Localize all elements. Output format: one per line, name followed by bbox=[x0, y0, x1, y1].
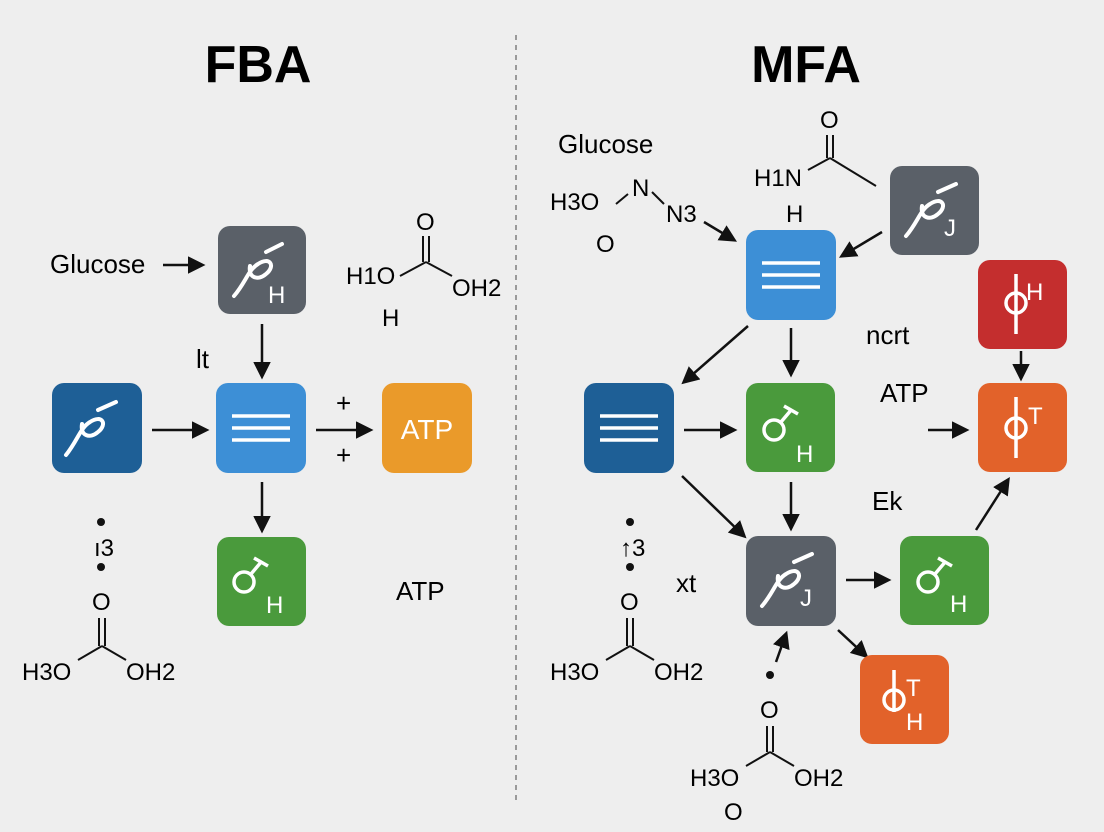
svg-text:H: H bbox=[796, 441, 813, 468]
mfa-green-box-mid: H bbox=[746, 383, 835, 472]
fba-atp-box: ATP bbox=[382, 383, 472, 473]
svg-text:OH2: OH2 bbox=[126, 659, 175, 686]
svg-text:H: H bbox=[382, 305, 399, 332]
product-glyph-icon bbox=[916, 570, 940, 594]
svg-text:J: J bbox=[800, 585, 812, 612]
mfa-molecule-bottom: O H3O OH2 O bbox=[690, 697, 843, 826]
mfa-red-box: H bbox=[978, 260, 1067, 349]
mfa-xt-label: xt bbox=[676, 568, 697, 598]
svg-text:OH2: OH2 bbox=[794, 765, 843, 792]
fba-lt-label: lt bbox=[196, 344, 210, 374]
product-glyph-icon bbox=[232, 570, 256, 594]
svg-text:O: O bbox=[820, 107, 839, 134]
fba-central-box bbox=[216, 383, 306, 473]
svg-text:H: H bbox=[906, 709, 923, 736]
fba-plus-top: + bbox=[336, 388, 351, 418]
svg-text:H1O: H1O bbox=[346, 263, 395, 290]
svg-text:H3O: H3O bbox=[550, 659, 599, 686]
mfa-dot-2 bbox=[626, 563, 634, 571]
enzyme-glyph-icon bbox=[904, 182, 958, 238]
mfa-orange-box-right: T bbox=[978, 383, 1067, 472]
fba-glucose-label: Glucose bbox=[50, 249, 145, 279]
fba-enzyme-box-top: H bbox=[218, 226, 306, 314]
mfa-glucose-label: Glucose bbox=[558, 129, 653, 159]
svg-text:O: O bbox=[92, 589, 111, 616]
fba-dot-2 bbox=[97, 563, 105, 571]
fba-enzyme-box-left bbox=[52, 383, 142, 473]
svg-text:O: O bbox=[416, 209, 435, 236]
mfa-dot-1 bbox=[626, 518, 634, 526]
mfa-arrow-center-to-orange-bottom bbox=[837, 629, 869, 659]
svg-text:H3O: H3O bbox=[22, 659, 71, 686]
svg-text:H3O: H3O bbox=[690, 765, 739, 792]
product-glyph-icon bbox=[762, 418, 786, 442]
svg-text:ATP: ATP bbox=[401, 414, 453, 445]
mfa-molecule-input: H3O N N3 O bbox=[550, 175, 697, 258]
svg-text:OH2: OH2 bbox=[654, 659, 703, 686]
mfa-molecule-bottom-left: O H3O OH2 bbox=[550, 589, 703, 686]
mfa-center-gray-box: J bbox=[746, 536, 836, 626]
mfa-molecule-amide: O H1N H bbox=[754, 107, 877, 228]
svg-text:N: N bbox=[632, 175, 649, 202]
mfa-orange-box-bottom: T H bbox=[860, 655, 949, 744]
fba-title: FBA bbox=[205, 36, 312, 94]
svg-text:N3: N3 bbox=[666, 201, 697, 228]
svg-text:O: O bbox=[596, 231, 615, 258]
fba-molecule-bottom: O H3O OH2 bbox=[22, 589, 175, 686]
fba-atp-label: ATP bbox=[396, 576, 445, 606]
mfa-arrow-input-to-central bbox=[703, 220, 738, 242]
mfa-ncrt-label: ncrt bbox=[866, 320, 910, 350]
enzyme-glyph-icon bbox=[232, 242, 284, 298]
mfa-enzyme-box-top-right: J bbox=[890, 166, 979, 255]
mfa-dot-3 bbox=[766, 671, 774, 679]
mfa-enzyme-box-left bbox=[584, 383, 674, 473]
fba-i3-label: ı3 bbox=[94, 535, 114, 562]
enzyme-glyph-icon bbox=[64, 400, 118, 457]
mfa-up3-label: ↑3 bbox=[620, 535, 645, 562]
mfa-ek-label: Ek bbox=[872, 486, 903, 516]
svg-text:H3O: H3O bbox=[550, 189, 599, 216]
svg-text:H: H bbox=[786, 201, 803, 228]
mfa-atp-label: ATP bbox=[880, 378, 929, 408]
svg-text:H: H bbox=[1026, 279, 1043, 306]
mfa-arrow-up-to-center bbox=[773, 630, 790, 663]
fba-product-box: H bbox=[217, 537, 306, 626]
fba-plus-bottom: + bbox=[336, 440, 351, 470]
svg-text:O: O bbox=[620, 589, 639, 616]
mfa-central-box bbox=[746, 230, 836, 320]
svg-text:J: J bbox=[944, 215, 956, 242]
mfa-arrow-topright-to-central bbox=[838, 230, 883, 258]
svg-text:O: O bbox=[724, 799, 743, 826]
svg-text:H: H bbox=[266, 592, 283, 619]
mfa-arrow-green-to-orange bbox=[974, 477, 1010, 531]
mfa-green-box-right: H bbox=[900, 536, 989, 625]
svg-text:OH2: OH2 bbox=[452, 275, 501, 302]
mfa-title: MFA bbox=[751, 36, 861, 94]
svg-text:H: H bbox=[950, 591, 967, 618]
svg-text:O: O bbox=[760, 697, 779, 724]
svg-text:T: T bbox=[906, 675, 921, 702]
fba-molecule-top: O H1O OH2 H bbox=[346, 209, 501, 332]
svg-text:H: H bbox=[268, 282, 285, 309]
enzyme-glyph-icon bbox=[760, 552, 814, 608]
svg-text:H1N: H1N bbox=[754, 165, 802, 192]
mfa-arrow-left-to-center-gray bbox=[681, 475, 747, 539]
svg-text:T: T bbox=[1028, 403, 1043, 430]
fba-dot-1 bbox=[97, 518, 105, 526]
mfa-arrow-central-to-left bbox=[681, 325, 749, 385]
